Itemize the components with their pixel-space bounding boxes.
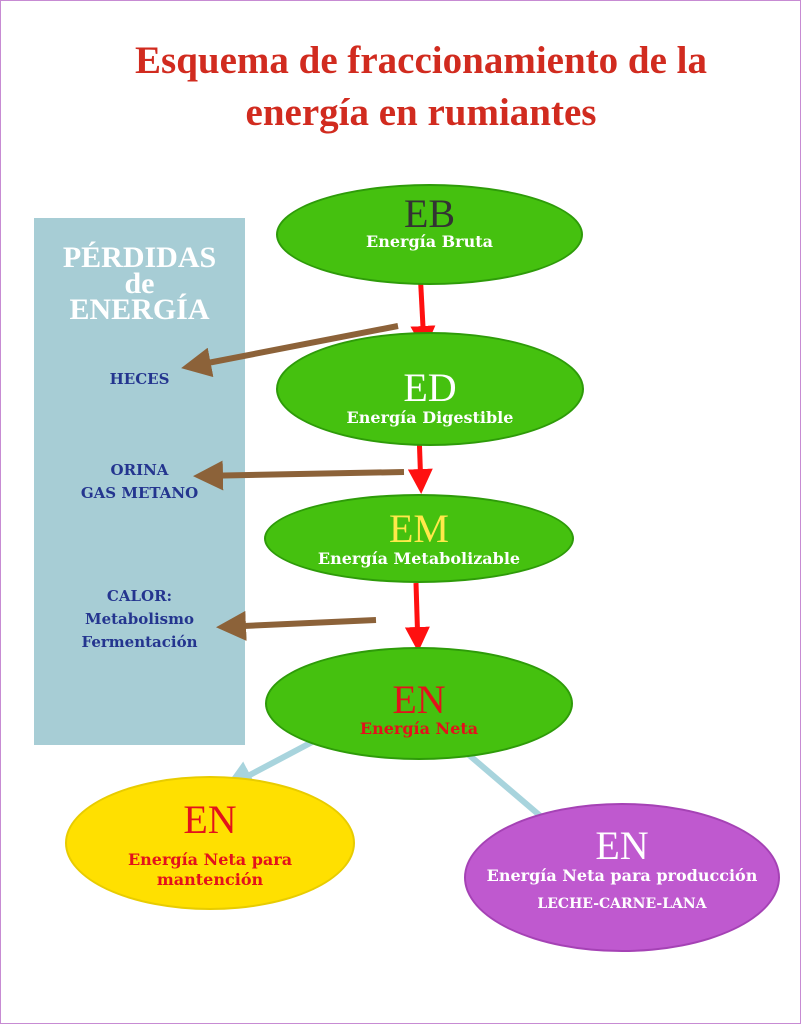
metabolizable-energy-node: EM Energía Metabolizable bbox=[264, 494, 574, 583]
production-net-energy-node: EN Energía Neta para producción LECHE-CA… bbox=[464, 803, 780, 952]
gross-energy-node: EB Energía Bruta bbox=[276, 184, 583, 285]
loss-methane-text: GAS METANO bbox=[80, 484, 199, 502]
diagram-title: Esquema de fraccionamiento de la energía… bbox=[41, 35, 800, 139]
energy-losses-title-line-2: de bbox=[124, 267, 155, 300]
net-energy-node: EN Energía Neta bbox=[265, 647, 573, 760]
arrow-em-to-en bbox=[404, 582, 430, 652]
digestible-energy-label: Energía Digestible bbox=[346, 408, 514, 427]
maintenance-net-energy-label-line-1: Energía Neta para bbox=[127, 850, 293, 869]
maintenance-net-energy-abbreviation: EN bbox=[183, 797, 237, 842]
diagram-title-line-2: energía en rumiantes bbox=[245, 91, 597, 134]
loss-feces-label: HECES bbox=[34, 368, 245, 391]
loss-urine-methane-label: ORINA GAS METANO bbox=[34, 459, 245, 505]
loss-heat-label: CALOR: Metabolismo Fermentación bbox=[34, 585, 245, 654]
metabolizable-energy-label: Energía Metabolizable bbox=[317, 549, 521, 568]
net-energy-abbreviation: EN bbox=[392, 677, 446, 722]
maintenance-net-energy-label: Energía Neta para mantención bbox=[67, 850, 353, 890]
maintenance-net-energy-node: EN Energía Neta para mantención bbox=[65, 776, 355, 910]
digestible-energy-node: ED Energía Digestible bbox=[276, 332, 584, 446]
production-net-energy-label: Energía Neta para producción LECHE-CARNE… bbox=[466, 866, 778, 914]
metabolizable-energy-abbreviation: EM bbox=[389, 506, 449, 551]
loss-heat-title: CALOR: bbox=[106, 587, 173, 605]
diagram-title-line-1: Esquema de fraccionamiento de la bbox=[135, 39, 707, 82]
loss-urine-text: ORINA bbox=[110, 461, 169, 479]
arrow-loss-feces bbox=[181, 323, 399, 378]
arrow-loss-urine-methane bbox=[193, 460, 405, 491]
gross-energy-label: Energía Bruta bbox=[366, 232, 493, 251]
loss-heat-metabolism: Metabolismo bbox=[84, 610, 194, 628]
energy-losses-title-line-1: PÉRDIDAS bbox=[62, 241, 217, 274]
maintenance-net-energy-label-line-2: mantención bbox=[156, 870, 264, 889]
production-net-energy-abbreviation: EN bbox=[595, 823, 649, 868]
loss-heat-fermentation: Fermentación bbox=[81, 633, 198, 651]
net-energy-label: Energía Neta bbox=[359, 719, 479, 738]
digestible-energy-abbreviation: ED bbox=[403, 365, 457, 410]
production-net-energy-label-line-1: Energía Neta para producción bbox=[486, 866, 758, 885]
energy-losses-title-line-3: ENERGÍA bbox=[69, 293, 210, 326]
gross-energy-abbreviation: EB bbox=[403, 191, 456, 236]
energy-losses-title: PÉRDIDAS de ENERGÍA bbox=[34, 241, 245, 326]
arrow-loss-heat bbox=[216, 610, 377, 641]
loss-feces-text: HECES bbox=[109, 370, 170, 388]
production-products-label: LECHE-CARNE-LANA bbox=[537, 896, 707, 912]
